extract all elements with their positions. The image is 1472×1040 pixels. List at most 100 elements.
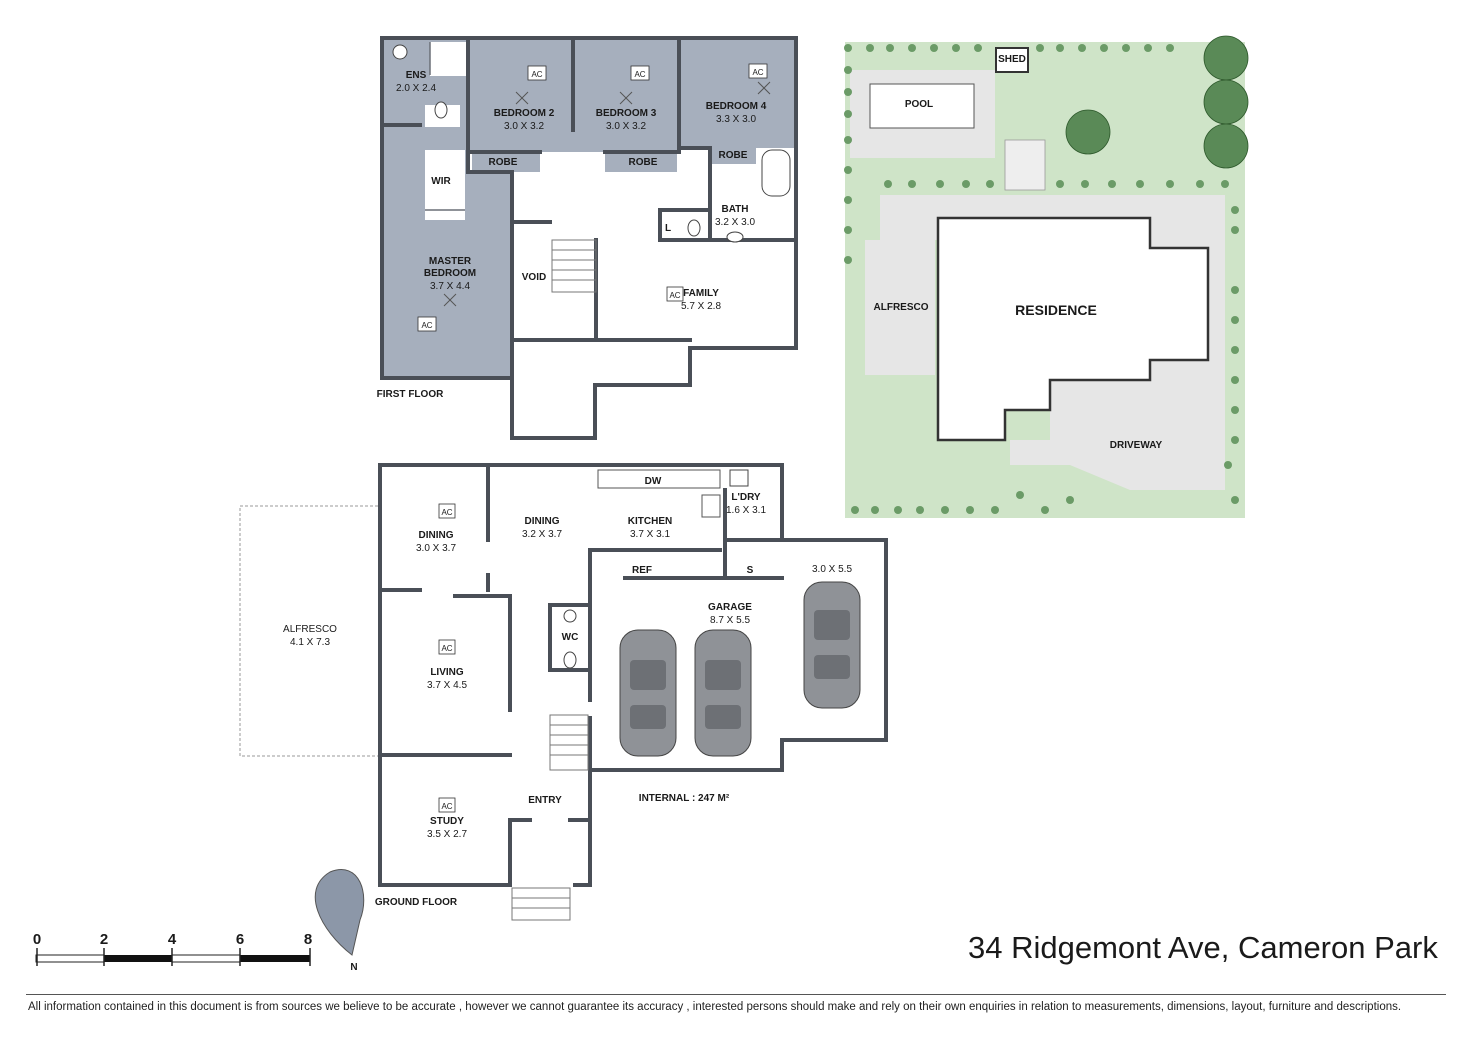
cooktop-icon — [701, 494, 721, 518]
bedroom-2-fill — [470, 40, 573, 152]
room-label-bedroom-4: BEDROOM 4 — [706, 101, 767, 112]
scale-tick-label: 8 — [304, 931, 312, 948]
room-label-bedroom-3: BEDROOM 3 — [596, 108, 657, 119]
room-dim-dining-2: 3.2 X 3.7 — [522, 529, 562, 540]
scale-tick-label: 6 — [236, 931, 244, 948]
room-label-robe: ROBE — [489, 157, 518, 168]
ac-label: AC — [634, 70, 645, 79]
ensuite-toilet-icon — [434, 101, 448, 119]
room-label-alfresco: ALFRESCO — [283, 624, 337, 635]
room-dim-laundry: 1.6 X 3.1 — [726, 505, 766, 516]
scale-bar: 0 2 4 6 8 — [33, 931, 312, 966]
room-dim-garage-2: 3.0 X 5.5 — [812, 564, 852, 575]
car-icon — [694, 629, 752, 757]
ac-label: AC — [669, 291, 680, 300]
room-label-garage: GARAGE — [708, 602, 752, 613]
scale-tick-label: 0 — [33, 931, 41, 948]
room-dim-garage: 8.7 X 5.5 — [710, 615, 750, 626]
ac-box — [527, 65, 547, 81]
entry-steps — [511, 887, 571, 921]
tree-icon — [1203, 79, 1249, 125]
ac-box — [417, 316, 437, 332]
ac-box — [438, 639, 456, 655]
label-dishwasher: DW — [645, 476, 662, 487]
room-label-linen: L — [665, 223, 671, 234]
ac-label: AC — [752, 68, 763, 77]
first-floor-plan: AC AC AC AC AC ENS 2.0 X 2.4 BEDROOM 2 3… — [377, 36, 798, 440]
site-plan: SHED POOL ALFRESCO RESIDENCE DRIVEWAY — [844, 35, 1249, 518]
room-label-laundry: L'DRY — [731, 492, 761, 503]
room-dim-dining: 3.0 X 3.7 — [416, 543, 456, 554]
room-label-dining: DINING — [419, 530, 454, 541]
ac-box — [438, 503, 456, 519]
residence-shape — [936, 216, 1210, 442]
room-dim-bedroom-2: 3.0 X 3.2 — [504, 121, 544, 132]
site-label-alfresco: ALFRESCO — [874, 302, 929, 313]
ac-box — [748, 63, 768, 79]
tree-icon — [1203, 35, 1249, 81]
bedroom-3-fill — [573, 40, 679, 152]
room-dim-ensuite: 2.0 X 2.4 — [396, 83, 436, 94]
room-label-dining-2: DINING — [525, 516, 560, 527]
room-dim-alfresco: 4.1 X 7.3 — [290, 637, 330, 648]
ac-label: AC — [531, 70, 542, 79]
site-stair — [1004, 139, 1046, 191]
driveway-area — [880, 195, 1225, 490]
room-dim-bedroom-4: 3.3 X 3.0 — [716, 114, 756, 125]
floor-label-first: FIRST FLOOR — [377, 389, 444, 400]
site-label-shed: SHED — [998, 54, 1026, 65]
room-label-master-1: MASTER — [429, 256, 472, 267]
wc-toilet-icon — [563, 651, 577, 669]
tree-icon — [1203, 123, 1249, 169]
room-label-entry: ENTRY — [528, 795, 562, 806]
room-dim-study: 3.5 X 2.7 — [427, 829, 467, 840]
ac-label: AC — [441, 508, 452, 517]
shed-shape — [995, 47, 1029, 73]
ac-label: AC — [421, 321, 432, 330]
ac-box — [438, 797, 456, 813]
wc-basin-icon — [563, 609, 577, 623]
room-label-kitchen: KITCHEN — [628, 516, 672, 527]
first-floor-stair — [551, 239, 597, 293]
disclaimer-text: All information contained in this docume… — [28, 1001, 1402, 1013]
room-label-study: STUDY — [430, 816, 464, 827]
car-icon — [803, 581, 861, 709]
ac-box — [666, 286, 684, 302]
ceiling-fan-icons — [443, 81, 771, 307]
hedge-shrubs — [844, 44, 1239, 514]
kitchen-bench — [597, 469, 721, 489]
room-label-ensuite: ENS — [406, 70, 427, 81]
room-label-family: FAMILY — [683, 288, 719, 299]
ac-label: AC — [441, 802, 452, 811]
label-storage: S — [747, 565, 754, 576]
basin-icon — [726, 231, 744, 243]
master-bedroom-fill — [382, 125, 512, 378]
label-fridge: REF — [632, 565, 652, 576]
room-label-void: VOID — [522, 272, 546, 283]
car-icon — [619, 629, 677, 757]
ground-floor-plan: AC AC AC DINING 3.0 X 3.7 DINING 3.2 X 3… — [239, 463, 888, 921]
room-label-master-2: BEDROOM — [424, 268, 476, 279]
room-dim-bath: 3.2 X 3.0 — [715, 217, 755, 228]
room-label-living: LIVING — [430, 667, 464, 678]
north-arrow-icon: N — [314, 869, 365, 973]
room-dim-living: 3.7 X 4.5 — [427, 680, 467, 691]
ensuite-basin-icon — [392, 44, 408, 60]
bedroom-4-fill — [679, 40, 796, 148]
bathtub-icon — [761, 149, 791, 197]
ac-box — [630, 65, 650, 81]
ground-floor-stair — [549, 714, 589, 771]
room-label-robe: ROBE — [629, 157, 658, 168]
room-dim-kitchen: 3.7 X 3.1 — [630, 529, 670, 540]
property-address: 34 Ridgemont Ave, Cameron Park — [968, 930, 1438, 965]
internal-area: INTERNAL : 247 M² — [639, 793, 730, 804]
floor-label-ground: GROUND FLOOR — [375, 897, 458, 908]
room-label-robe: ROBE — [719, 150, 748, 161]
site-label-pool: POOL — [905, 99, 933, 110]
site-label-residence: RESIDENCE — [1015, 302, 1097, 318]
toilet-icon — [687, 219, 701, 237]
ac-label: AC — [441, 644, 452, 653]
scale-tick-label: 2 — [100, 931, 108, 948]
room-dim-family: 5.7 X 2.8 — [681, 301, 721, 312]
